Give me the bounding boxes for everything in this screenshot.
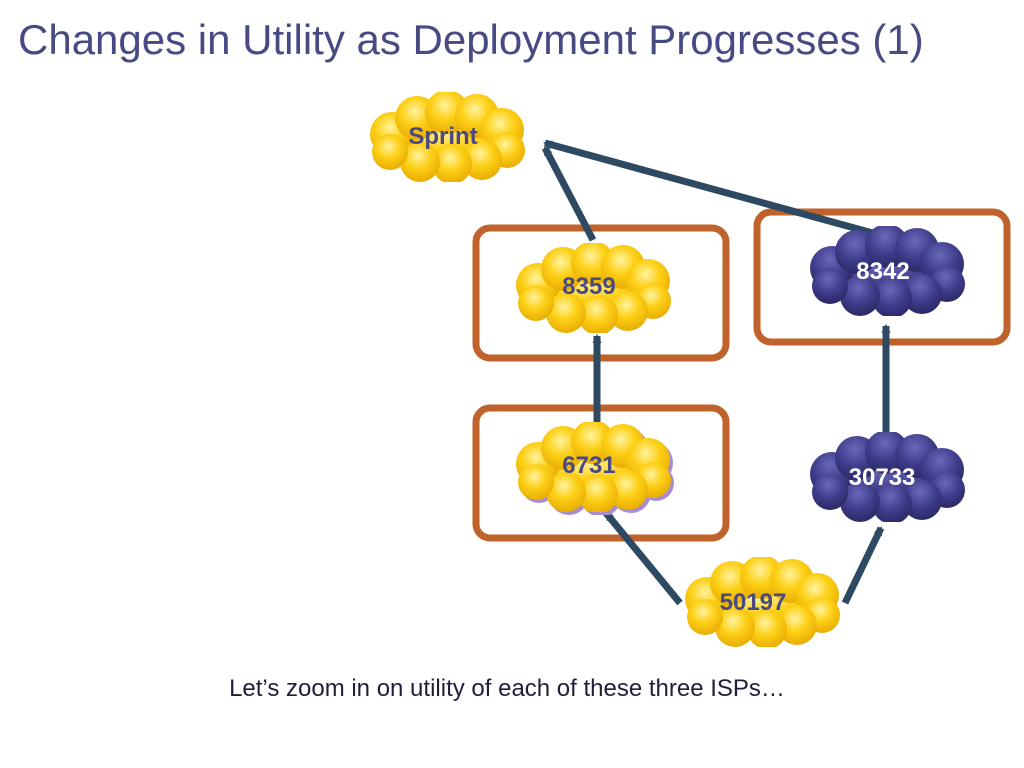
node-50197-label: 50197	[720, 589, 787, 616]
highlight-box-8359	[472, 224, 730, 362]
node-6731-label: 6731	[562, 452, 615, 479]
node-30733: 30733	[810, 432, 965, 522]
node-sprint: Sprint	[370, 92, 525, 182]
node-30733-label: 30733	[849, 464, 916, 491]
node-8359-label: 8359	[562, 273, 615, 300]
node-6731: 6731	[516, 422, 674, 515]
node-8342: 8342	[810, 226, 965, 316]
node-sprint-label: Sprint	[408, 123, 477, 150]
highlight-box-6731	[472, 404, 730, 542]
node-50197: 50197	[685, 557, 840, 647]
arrow-8359-to-sprint	[541, 146, 597, 242]
node-8359: 8359	[516, 243, 671, 333]
arrow-50197-to-30733	[841, 526, 885, 605]
highlight-box-8342	[753, 208, 1011, 346]
slide-title: Changes in Utility as Deployment Progres…	[18, 16, 924, 63]
slide-caption: Let’s zoom in on utility of each of thes…	[229, 675, 785, 702]
arrow-8342-to-sprint	[543, 139, 881, 239]
arrow-50197-to-6731	[603, 510, 683, 606]
node-8342-label: 8342	[856, 258, 909, 285]
